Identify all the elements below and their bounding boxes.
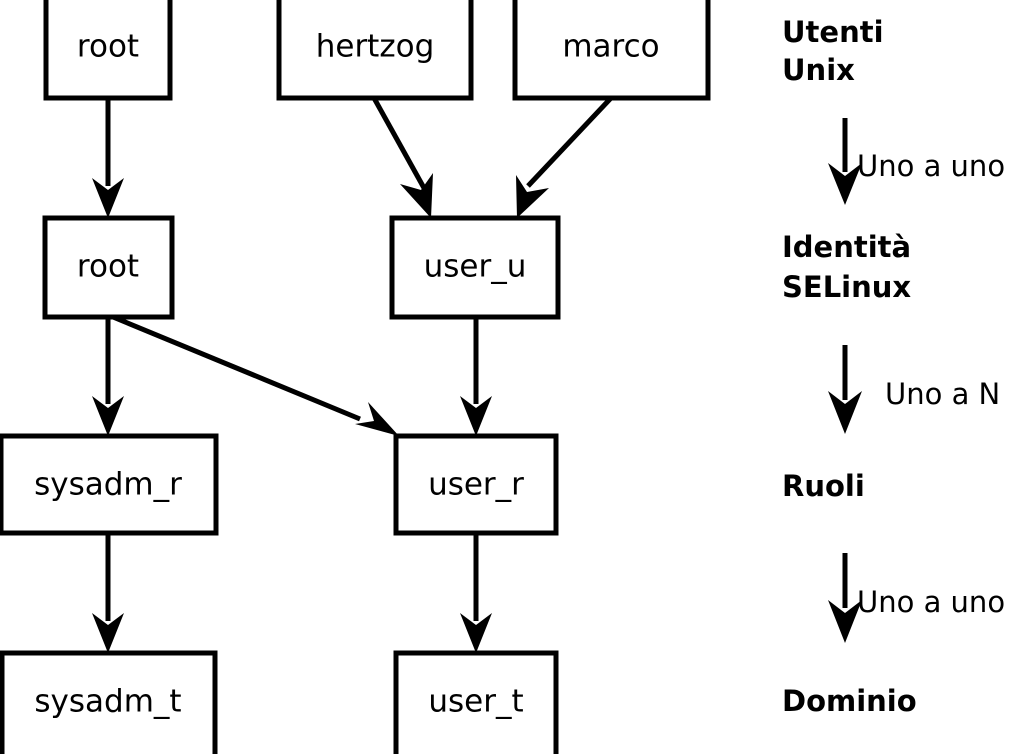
- legend-relation-one-to-one-second: Uno a uno: [828, 553, 1005, 643]
- node-box: [0, 433, 219, 536]
- legend-stage-domain: Dominio: [782, 684, 917, 718]
- node-domain-sysadm-t[interactable]: sysadm_t: [0, 650, 218, 754]
- edge-selinux-root-to-user-r: [112, 314, 399, 436]
- node-unix-marco[interactable]: marco: [512, 0, 711, 101]
- node-unix-root[interactable]: root: [43, 0, 173, 101]
- arrow-head-icon: [828, 391, 862, 434]
- node-label: user_r: [428, 467, 524, 503]
- arrow-head-icon: [828, 163, 862, 205]
- node-label: user_u: [424, 249, 527, 285]
- node-role-user-r[interactable]: user_r: [393, 433, 559, 536]
- node-label: sysadm_r: [34, 467, 182, 503]
- edge-user-u-to-user-r: [460, 317, 492, 436]
- node-box: [43, 0, 173, 101]
- legend-relation-one-to-n: Uno a N: [828, 345, 1000, 434]
- legend-relation-one-to-one-first: Uno a uno: [828, 118, 1005, 205]
- arrow-head-icon: [516, 175, 549, 218]
- node-label: hertzog: [316, 29, 435, 65]
- node-role-sysadm-r[interactable]: sysadm_r: [0, 433, 219, 536]
- legend-stage-line1: Ruoli: [782, 469, 865, 503]
- legend-stage-line1: Identità: [782, 230, 911, 264]
- arrow-head-icon: [460, 613, 492, 653]
- legend-relation-label: Uno a uno: [857, 149, 1005, 183]
- node-box: [389, 215, 561, 320]
- node-box: [512, 0, 711, 101]
- edge-marco-to-user-u: [516, 96, 613, 218]
- legend-relation-label: Uno a N: [885, 377, 1000, 411]
- edge-line: [112, 314, 361, 422]
- legend-stage-line1: Dominio: [782, 684, 917, 718]
- edge-user-r-to-user-t: [460, 533, 492, 653]
- arrow-head-icon: [355, 402, 399, 436]
- node-label: root: [77, 249, 139, 285]
- node-domain-user-t[interactable]: user_t: [393, 650, 559, 754]
- arrow-head-icon: [92, 613, 124, 653]
- legend-stage-selinux-identity: Identità SELinux: [782, 230, 911, 304]
- node-box: [42, 215, 175, 320]
- node-label: root: [77, 29, 139, 65]
- legend-stage-line2: SELinux: [782, 270, 911, 304]
- node-label: sysadm_t: [34, 684, 181, 720]
- node-selinux-root[interactable]: root: [42, 215, 175, 320]
- arrow-head-icon: [400, 173, 433, 218]
- legend-stage-roles: Ruoli: [782, 469, 865, 503]
- node-box: [0, 650, 218, 754]
- node-selinux-user-u[interactable]: user_u: [389, 215, 561, 320]
- edge-sysadm-r-to-sysadm-t: [92, 533, 124, 653]
- legend-stage-unix-users: Utenti Unix: [782, 15, 884, 87]
- node-box: [393, 433, 559, 536]
- arrow-head-icon: [460, 396, 492, 436]
- legend-stage-line1: Utenti: [782, 15, 884, 49]
- edge-selinux-root-to-sysadm-r: [92, 317, 124, 436]
- node-label: marco: [562, 29, 659, 65]
- node-box: [393, 650, 559, 754]
- node-box: [276, 0, 474, 101]
- arrow-head-icon: [92, 396, 124, 436]
- edge-hertzog-to-user-u: [371, 96, 433, 218]
- edge-line: [526, 96, 613, 188]
- legend-stage-line2: Unix: [782, 53, 855, 87]
- edge-unix-root-to-selinux-root: [92, 98, 124, 218]
- node-label: user_t: [428, 684, 523, 720]
- arrow-head-icon: [828, 600, 862, 643]
- legend-relation-label: Uno a uno: [857, 585, 1005, 619]
- node-unix-hertzog[interactable]: hertzog: [276, 0, 474, 101]
- arrow-head-icon: [92, 178, 124, 218]
- edge-line: [371, 96, 427, 190]
